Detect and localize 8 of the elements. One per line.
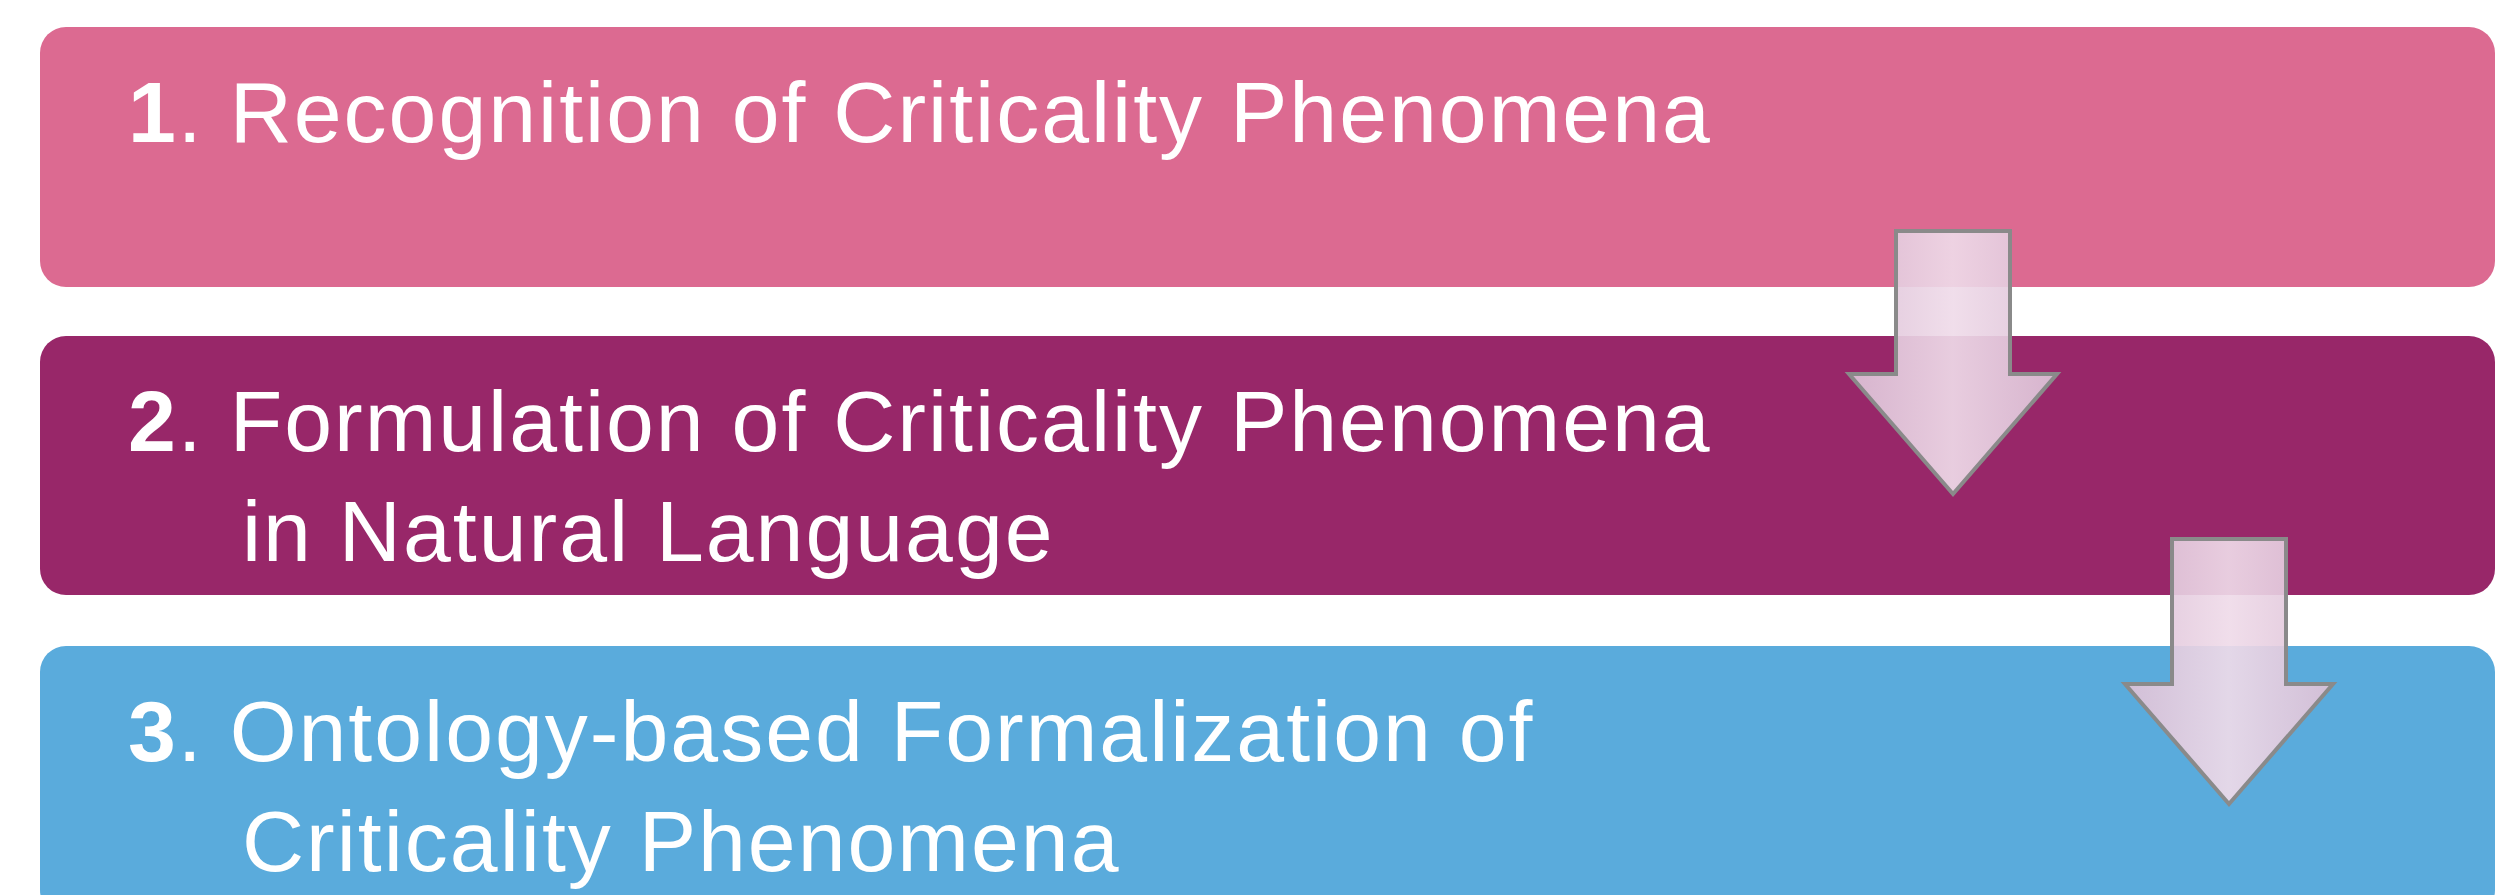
step-band bbox=[40, 336, 2495, 595]
step-title: 2. Formulation of Criticality Phenomena in Natural Language bbox=[128, 372, 1713, 581]
down-arrow bbox=[1844, 229, 2062, 498]
step-title: 1. Recognition of Criticality Phenomena bbox=[128, 63, 1713, 162]
down-arrow bbox=[2120, 537, 2338, 808]
step-band bbox=[40, 646, 2495, 895]
step-band bbox=[40, 27, 2495, 287]
step-title: 3. Ontology-based Formalization of Criticality Phenomena bbox=[128, 682, 1536, 891]
